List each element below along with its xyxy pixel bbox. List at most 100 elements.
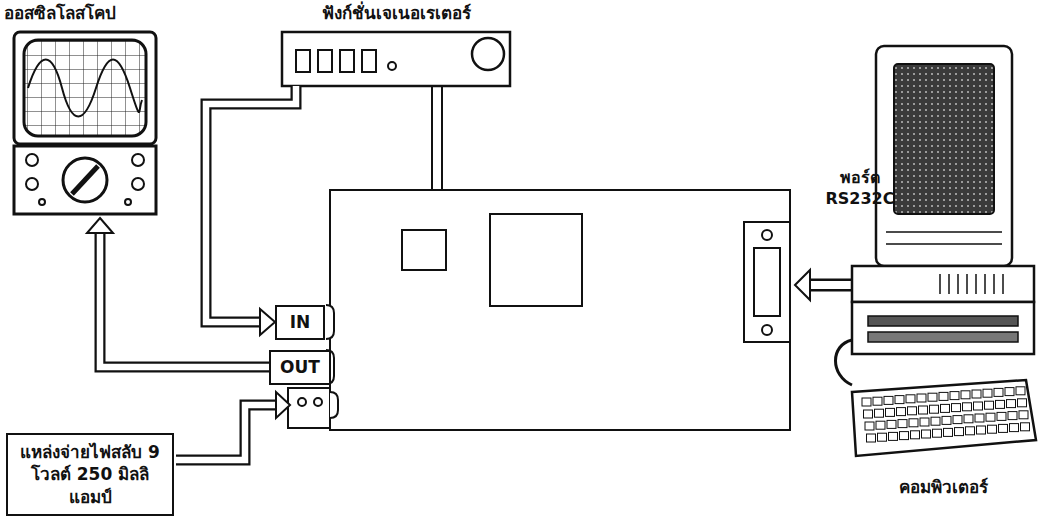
keyboard-key [1005, 388, 1014, 396]
function-generator-drawing [472, 38, 504, 70]
circuit-board [490, 214, 582, 306]
input-jack: IN [275, 305, 325, 340]
keyboard-key [963, 403, 972, 411]
computer-drawing [836, 46, 1037, 456]
computer-drawing [894, 64, 994, 214]
keyboard-key [986, 413, 995, 421]
keyboard-key [1016, 387, 1025, 395]
oscilloscope-drawing [125, 199, 131, 205]
keyboard-key [919, 406, 928, 414]
circuit-board [326, 305, 334, 339]
power-supply-box: แหล่งจ่ายไฟสลับ 9 โวลต์ 250 มิลลิแอมป์ [6, 433, 174, 516]
node-label: OUT [280, 356, 320, 378]
vent-slot [975, 274, 977, 294]
circuit-board [754, 248, 780, 316]
keyboard-key [985, 401, 994, 409]
oscilloscope-drawing [39, 199, 45, 205]
circuit-board [288, 388, 330, 428]
circuit-board [762, 230, 772, 240]
vent-slot [966, 274, 968, 294]
power-arrow [176, 405, 280, 460]
circuit-board [762, 325, 772, 335]
power-arrow [276, 392, 290, 418]
vent-slot [948, 274, 950, 294]
circuit-board [330, 190, 790, 430]
keyboard-key [996, 400, 1005, 408]
arrow-inner [100, 228, 269, 367]
arrow-head [260, 309, 275, 335]
keyboard-key [909, 419, 918, 427]
keyboard-key [953, 416, 962, 424]
keyboard-key [955, 428, 964, 436]
function-generator-drawing [432, 86, 442, 190]
keyboard-key [886, 408, 895, 416]
oscilloscope-drawing [72, 166, 98, 194]
keyboard-key [917, 394, 926, 402]
computer-drawing [852, 266, 1034, 302]
keyboard-key [862, 398, 871, 406]
keyboard-key [944, 428, 953, 436]
vent-slot [993, 274, 995, 294]
circuit-board [314, 398, 322, 406]
serial-port-arrow [795, 270, 810, 300]
arrow-inner [206, 86, 296, 322]
keyboard-key [933, 429, 942, 437]
keyboard-key [952, 404, 961, 412]
oscilloscope-drawing [26, 154, 38, 166]
hollow-arrow-connector [206, 86, 296, 335]
node-label: ออสซิลโลสโคป [4, 2, 116, 24]
keyboard-key [983, 389, 992, 397]
keyboard-key [974, 402, 983, 410]
keyboard-key [884, 396, 893, 404]
vent-slot [1002, 274, 1004, 294]
function-generator-drawing [282, 32, 510, 86]
oscilloscope-drawing [26, 178, 38, 190]
computer-drawing [862, 387, 1030, 442]
computer-drawing [940, 274, 1003, 294]
computer-drawing [868, 316, 1018, 326]
vent-slot [984, 274, 986, 294]
vent-slot [939, 274, 941, 294]
keyboard-key [889, 432, 898, 440]
keyboard-key [997, 412, 1006, 420]
function-generator: ฟังก์ชั่นเจเนอเรเตอร์ [276, 2, 516, 88]
oscilloscope-drawing [14, 32, 156, 214]
power-arrow [176, 405, 280, 460]
keyboard-key [922, 430, 931, 438]
keyboard-key [878, 433, 887, 441]
keyboard-key [975, 414, 984, 422]
keyboard-key [911, 431, 920, 439]
keyboard-key [961, 391, 970, 399]
arrow-outline [100, 228, 269, 367]
keyboard-key [898, 420, 907, 428]
keyboard-key [999, 424, 1008, 432]
function-generator-drawing [282, 32, 510, 190]
keyboard-key [867, 434, 876, 442]
keyboard-key [964, 415, 973, 423]
keyboard-key [972, 390, 981, 398]
oscilloscope-drawing [132, 178, 144, 190]
keyboard-key [939, 392, 948, 400]
port-label: พอร์ต RS232C [812, 168, 908, 210]
function-generator-drawing [318, 50, 332, 72]
computer-drawing [868, 332, 1018, 342]
keyboard-key [1008, 412, 1017, 420]
keyboard-key [942, 416, 951, 424]
keyboard-key [994, 388, 1003, 396]
oscilloscope-drawing [24, 40, 146, 136]
node-label: แหล่งจ่ายไฟสลับ 9 โวลต์ 250 มิลลิแอมป์ [16, 441, 164, 507]
keyboard-key [928, 393, 937, 401]
function-generator-drawing [388, 62, 396, 70]
keyboard-key [920, 418, 929, 426]
keyboard-key [1018, 399, 1027, 407]
keyboard-key [876, 421, 885, 429]
computer: คอมพิวเตอร์ [848, 40, 1038, 498]
power-arrow [176, 392, 290, 460]
keyboard-key [966, 427, 975, 435]
keyboard-key [897, 408, 906, 416]
computer-drawing [852, 302, 1034, 354]
keyboard-key [873, 397, 882, 405]
function-generator-drawing [340, 50, 354, 72]
oscilloscope-drawing [132, 154, 144, 166]
keyboard-key [988, 425, 997, 433]
